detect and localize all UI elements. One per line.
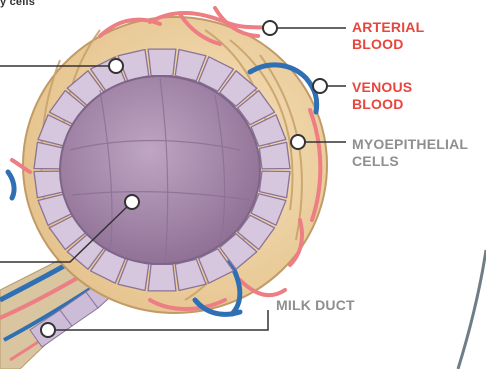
background-swoop-line xyxy=(458,250,486,369)
alveolus-lumen xyxy=(60,76,260,264)
arterial-blood-label-line1: ARTERIAL xyxy=(352,19,424,36)
cell-leader-dot xyxy=(109,59,123,73)
myoepithelial-leader-dot xyxy=(291,135,305,149)
venous-blood-label: VENOUS BLOOD xyxy=(352,79,412,113)
arterial-blood-label: ARTERIAL BLOOD xyxy=(352,19,424,53)
myoepithelial-cells-label-line2: CELLS xyxy=(352,153,468,170)
venous-blood-label-line1: VENOUS xyxy=(352,79,412,96)
venous-blood-label-line2: BLOOD xyxy=(352,96,412,113)
epithelial-cell xyxy=(148,49,176,76)
arterial-leader-dot xyxy=(263,21,277,35)
myoepithelial-cells-label: MYOEPITHELIAL CELLS xyxy=(352,136,468,170)
corner-partial-text: y cells xyxy=(0,0,35,11)
milk-duct-leader-dot xyxy=(41,323,55,337)
arterial-blood-label-line2: BLOOD xyxy=(352,36,424,53)
venous-leader-dot xyxy=(313,79,327,93)
myoepithelial-cells-label-line1: MYOEPITHELIAL xyxy=(352,136,468,153)
epithelial-cell xyxy=(148,264,176,291)
milk-duct-label-line1: MILK DUCT xyxy=(276,297,355,314)
lumen-leader-dot xyxy=(125,195,139,209)
milk-duct-label: MILK DUCT xyxy=(276,297,355,314)
